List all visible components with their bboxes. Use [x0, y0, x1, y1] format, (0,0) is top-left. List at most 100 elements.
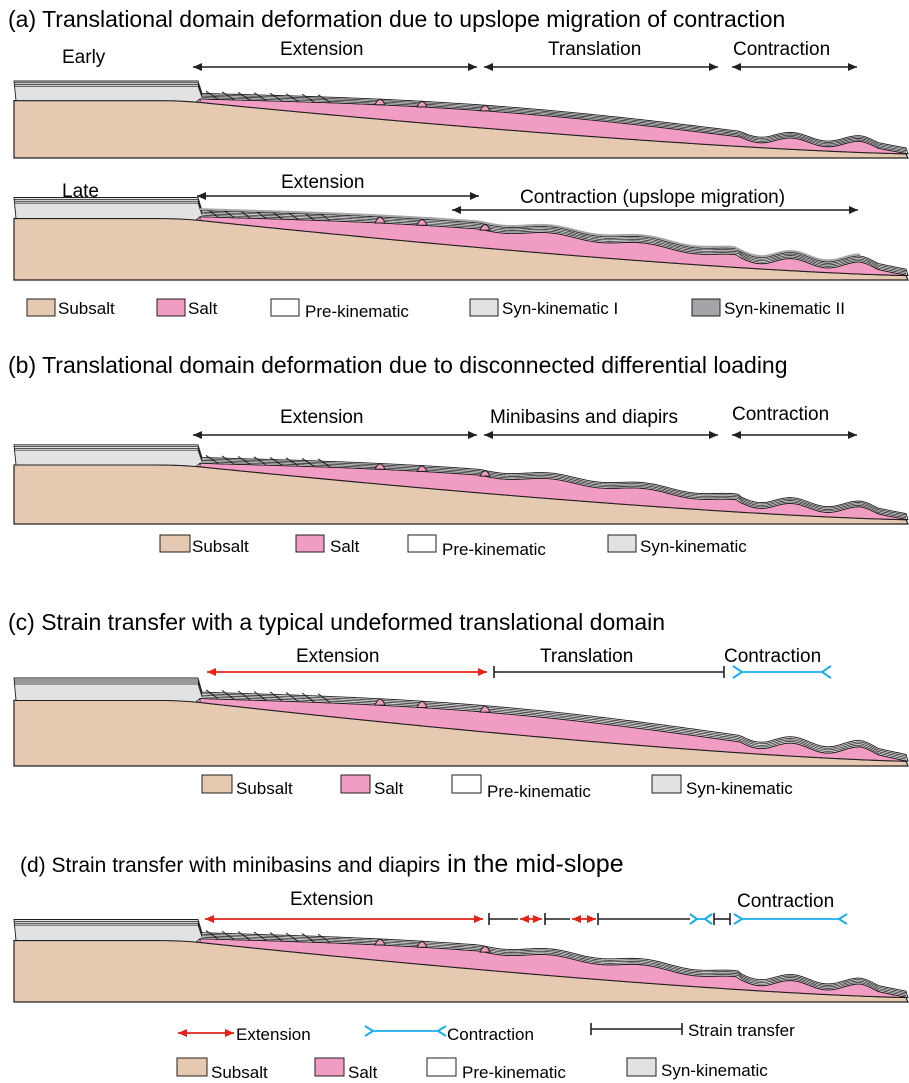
legend-salt-swatch: [314, 1057, 345, 1077]
legend-pre-kinematic-swatch: [407, 534, 437, 553]
pre-kinematic-stripe: [14, 200, 907, 273]
panel-a-early-label: Early: [62, 47, 106, 68]
pre-kinematic-stripe: [14, 85, 907, 153]
fault-line: [237, 690, 251, 701]
fault-line: [205, 930, 219, 940]
panel-c-translation-label: Translation: [540, 646, 633, 667]
panel-d-legend: Subsalt Salt Pre-kinematic Syn-kinematic: [176, 1057, 768, 1082]
contraction-arrowhead: [703, 913, 713, 925]
panel-b-legend: Subsalt Salt Pre-kinematic Syn-kinematic: [159, 534, 747, 559]
salt-diapir: [479, 946, 491, 953]
panel-b: (b) Translational domain deformation due…: [8, 352, 909, 559]
syn-kinematic-layer: [13, 197, 909, 277]
panel-b-contraction-label: Contraction: [732, 404, 829, 425]
legend-subsalt-swatch: [26, 298, 56, 317]
panel-d-title-part1: (d) Strain transfer with minibasins and …: [20, 854, 440, 877]
legend-syn-kinematic-swatch: [651, 774, 682, 794]
key-contraction-arrowhead-left: [364, 1025, 375, 1037]
legend-syn-kinematic-2-label: Syn-kinematic II: [724, 299, 845, 318]
fault-line: [237, 931, 251, 941]
salt-diapir: [374, 938, 386, 946]
panel-c-title: (c) Strain transfer with a typical undef…: [8, 609, 665, 635]
legend-syn-kinematic-swatch: [626, 1057, 657, 1077]
panel-c: (c) Strain transfer with a typical undef…: [8, 609, 909, 801]
salt-diapir: [374, 698, 386, 706]
legend-subsalt-label: Subsalt: [58, 299, 115, 318]
panel-c-legend: Subsalt Salt Pre-kinematic Syn-kinematic: [201, 774, 793, 801]
salt-diapir: [374, 99, 386, 106]
fault-line: [285, 692, 299, 702]
syn-kinematic-2-layer: [199, 208, 861, 262]
legend-salt-swatch: [295, 534, 325, 553]
fault-line: [269, 691, 283, 702]
panel-d: (d) Strain transfer with minibasins and …: [13, 850, 909, 1082]
panel-a-early-extension-label: Extension: [280, 39, 363, 60]
panel-b-extension-label: Extension: [280, 407, 363, 428]
panel-d-extension-label: Extension: [290, 889, 373, 910]
panel-a-early-cross-section: [13, 80, 909, 159]
fault-line: [269, 932, 283, 942]
fault-line: [317, 933, 331, 943]
legend-syn-kinematic-2-swatch: [691, 298, 721, 317]
pre-kinematic-stripe: [14, 681, 907, 758]
legend-pre-kinematic-swatch: [426, 1057, 457, 1077]
legend-syn-kinematic-1-swatch: [469, 298, 499, 317]
fault-line: [253, 690, 267, 701]
fault-line: [221, 689, 235, 700]
panel-d-title: (d) Strain transfer with minibasins and …: [20, 850, 624, 878]
fault-line: [253, 456, 267, 466]
fault-line: [253, 931, 267, 941]
salt-diapir: [416, 101, 428, 108]
panel-c-contraction-arrowhead-right: [820, 665, 832, 679]
fault-line: [301, 933, 315, 943]
contraction-arrowhead: [837, 913, 848, 925]
salt-diapir: [416, 465, 428, 472]
panel-a-early-translation-label: Translation: [548, 39, 641, 60]
pre-kinematic-stripe: [14, 683, 907, 760]
fault-line: [253, 92, 267, 101]
syn-kinematic-layer: [13, 919, 909, 999]
panel-a-legend: Subsalt Salt Pre-kinematic Syn-kinematic…: [26, 298, 845, 321]
fault-line: [317, 458, 331, 468]
legend-pre-kinematic-label: Pre-kinematic: [487, 782, 591, 801]
pre-kinematic-stripe: [14, 921, 907, 993]
panel-b-title: (b) Translational domain deformation due…: [8, 352, 788, 378]
syn-kinematic-layer: [13, 80, 909, 155]
panel-a-late-cross-section: [13, 197, 909, 281]
pre-kinematic-stripe: [14, 448, 907, 517]
legend-pre-kinematic-label: Pre-kinematic: [305, 302, 409, 321]
panel-a-late-contraction-label: Contraction (upslope migration): [520, 187, 785, 208]
legend-pre-kinematic-swatch: [451, 774, 482, 794]
fault-line: [221, 455, 235, 465]
fault-line: [237, 91, 251, 101]
fault-line: [205, 90, 219, 100]
pre-kinematic-stripe: [14, 202, 907, 274]
fault-line: [221, 91, 235, 100]
legend-syn-kinematic-label: Syn-kinematic: [686, 779, 793, 798]
legend-subsalt-label: Subsalt: [192, 537, 249, 556]
fault-line: [301, 93, 315, 103]
fault-line: [285, 932, 299, 942]
pre-kinematic-stripe: [14, 84, 907, 151]
pre-kinematic-stripe: [14, 679, 907, 757]
pre-kinematic-stripe: [14, 199, 907, 271]
panel-a-late-label: Late: [62, 181, 99, 202]
contraction-arrowhead: [689, 913, 699, 925]
panel-d-contraction-label: Contraction: [737, 891, 834, 912]
legend-pre-kinematic-swatch: [270, 298, 300, 317]
panel-c-contraction-label: Contraction: [724, 646, 821, 667]
fault-line: [221, 930, 235, 940]
pre-kinematic-stripe: [14, 924, 907, 996]
legend-pre-kinematic-label: Pre-kinematic: [442, 540, 546, 559]
fault-line: [301, 692, 315, 703]
legend-salt-label: Salt: [348, 1063, 378, 1082]
fault-line: [205, 689, 219, 700]
fault-line: [285, 93, 299, 102]
legend-syn-kinematic-label: Syn-kinematic: [640, 537, 747, 556]
key-contraction-arrowhead-right: [436, 1025, 447, 1037]
legend-subsalt-label: Subsalt: [211, 1063, 268, 1082]
contraction-arrowhead: [733, 913, 744, 925]
legend-subsalt-label: Subsalt: [236, 779, 293, 798]
legend-syn-kinematic-swatch: [607, 534, 637, 553]
